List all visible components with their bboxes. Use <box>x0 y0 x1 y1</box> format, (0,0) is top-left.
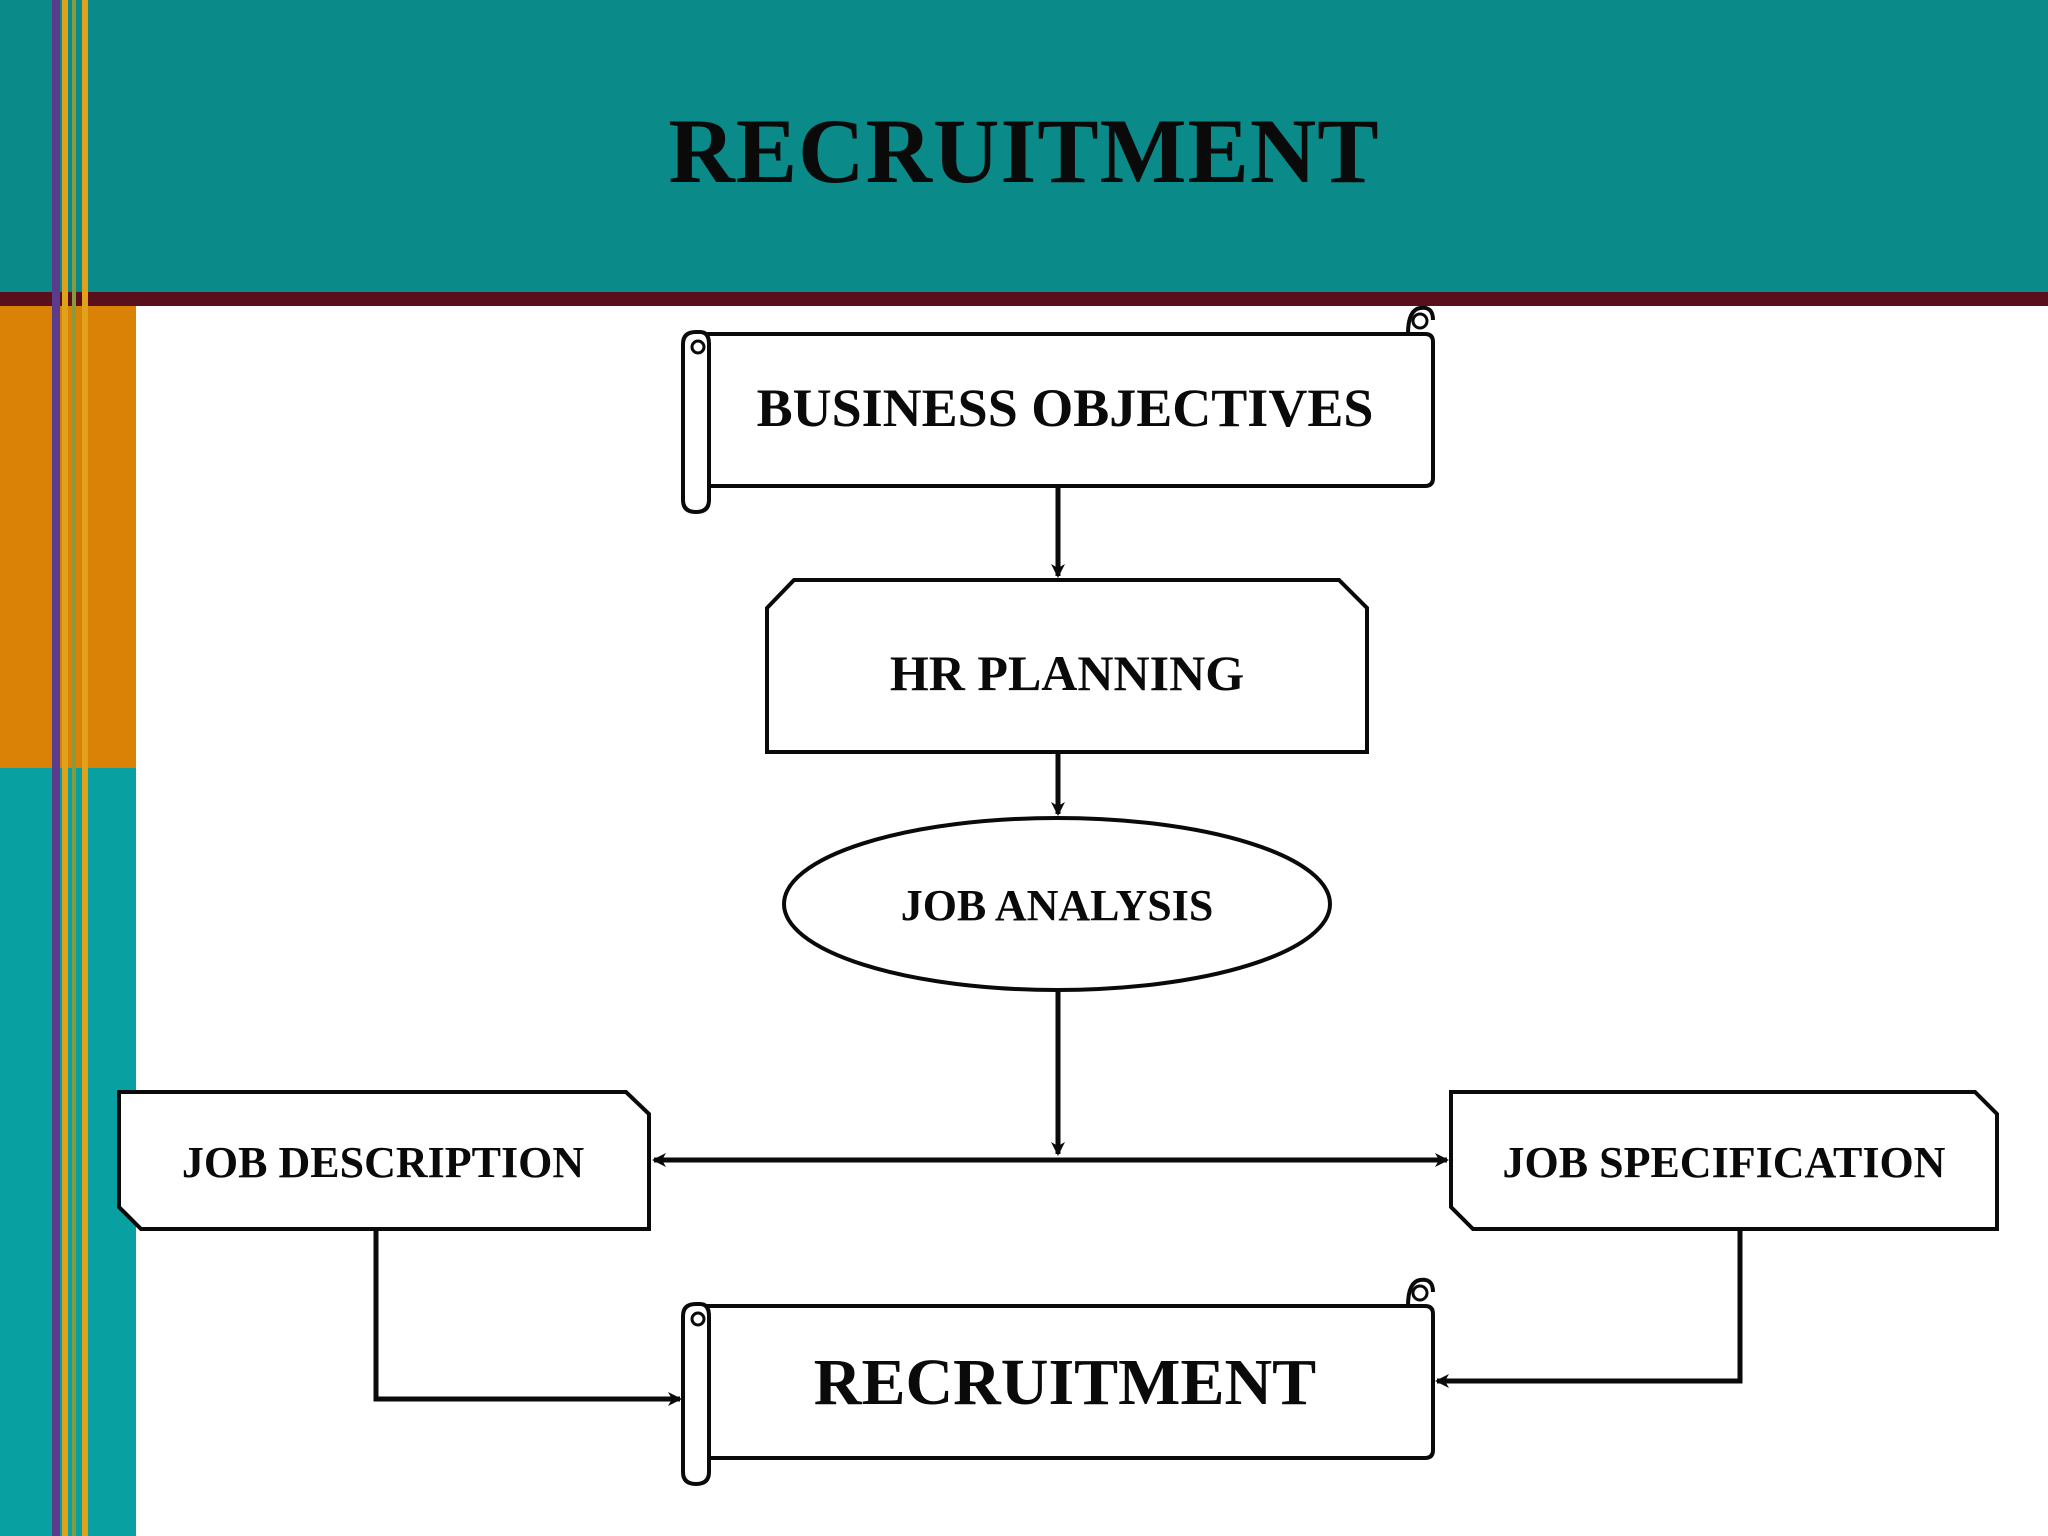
side-stripe-gold-2 <box>82 0 88 1536</box>
node-job-description: JOB DESCRIPTION <box>117 1090 651 1231</box>
arrow-description-to-recruitment <box>373 1231 682 1406</box>
title-bar <box>0 0 2048 292</box>
node-hr-planning: HR PLANNING <box>765 578 1369 754</box>
arrow-specification-to-recruitment <box>1435 1231 1743 1388</box>
side-stripe-gold <box>62 0 68 1536</box>
node-job-specification-label: JOB SPECIFICATION <box>1503 1138 1946 1187</box>
title-bar-rule <box>0 292 2048 306</box>
connectors <box>373 488 1743 1406</box>
node-business-objectives-label: BUSINESS OBJECTIVES <box>757 378 1374 438</box>
side-stripe-purple <box>52 0 60 1536</box>
node-job-specification: JOB SPECIFICATION <box>1449 1090 1999 1231</box>
node-recruitment-label: RECRUITMENT <box>814 1346 1316 1419</box>
page-title: RECRUITMENT <box>668 100 1380 202</box>
side-stripe-olive <box>72 0 76 1536</box>
side-band-teal <box>0 768 136 1536</box>
node-job-description-label: JOB DESCRIPTION <box>182 1138 584 1187</box>
node-hr-planning-label: HR PLANNING <box>890 645 1244 701</box>
node-business-objectives: BUSINESS OBJECTIVES <box>681 305 1435 515</box>
node-job-analysis-label: JOB ANALYSIS <box>901 881 1214 930</box>
node-recruitment: RECRUITMENT <box>681 1277 1435 1487</box>
side-band-orange <box>0 306 136 768</box>
node-job-analysis: JOB ANALYSIS <box>782 816 1332 992</box>
